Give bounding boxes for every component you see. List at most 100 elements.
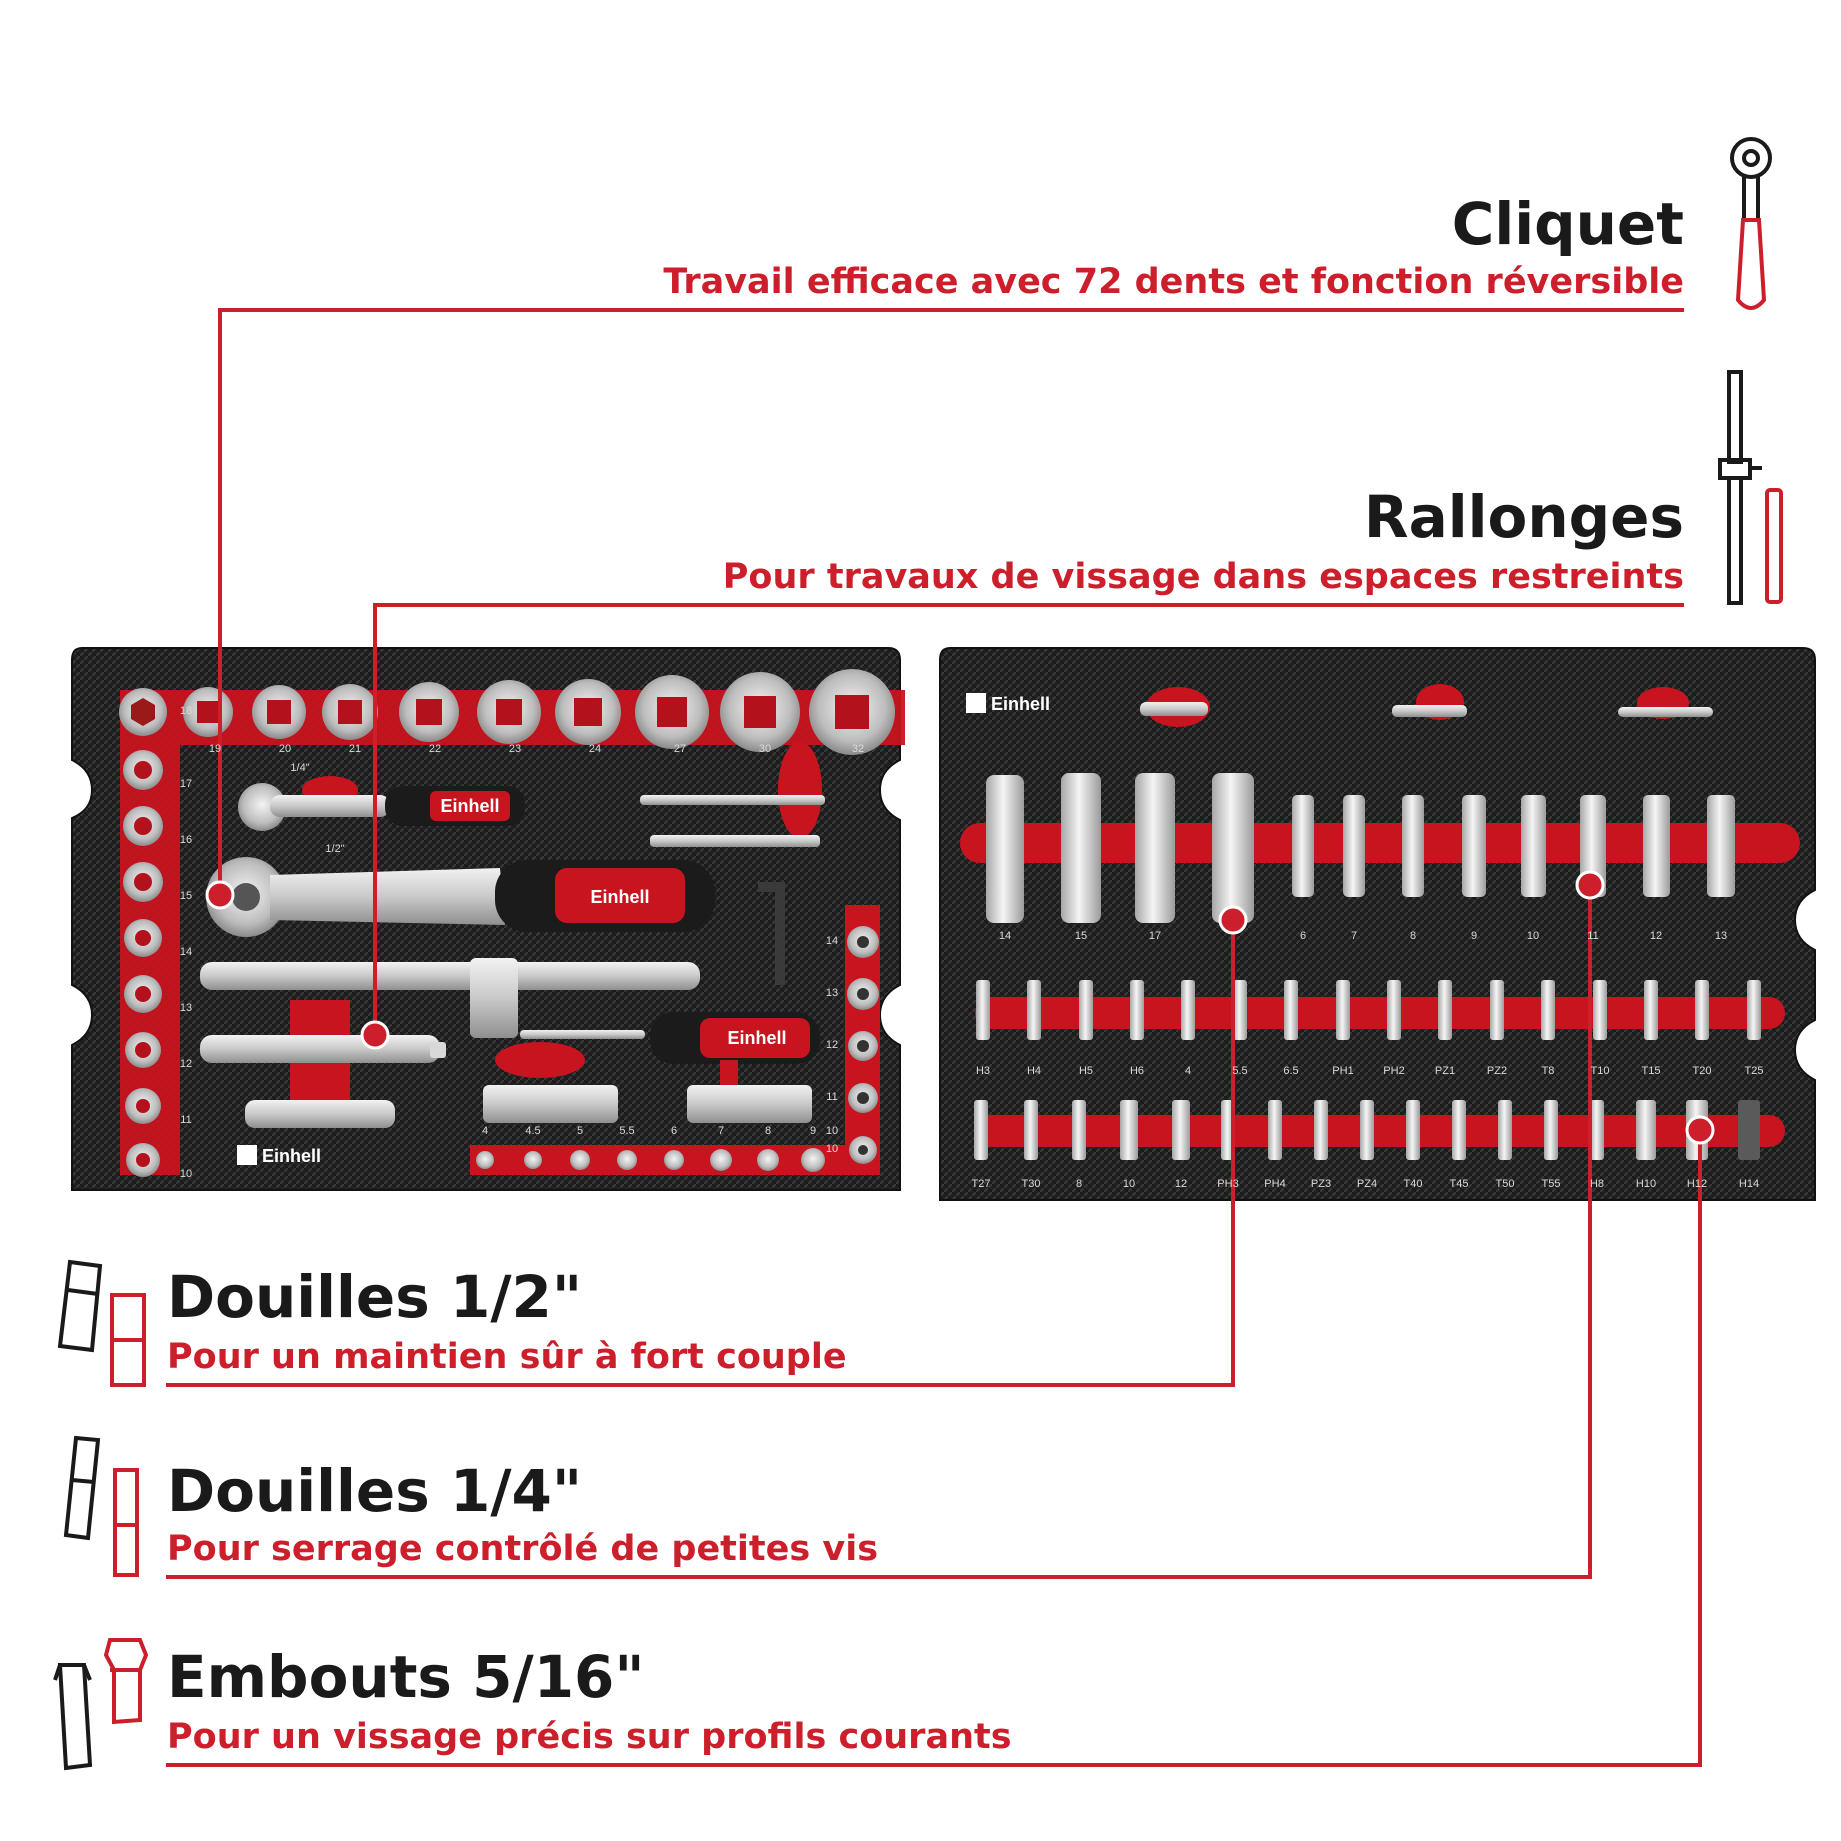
tray-size-label: 4 bbox=[1184, 1065, 1192, 1077]
tray-size-label: 8 bbox=[1409, 930, 1417, 942]
extension-bar bbox=[640, 795, 825, 805]
feature-title-rallonges: Rallonges bbox=[1363, 483, 1684, 551]
tray-size-label: H14 bbox=[1738, 1178, 1760, 1190]
tray-size-label: T20 bbox=[1692, 1065, 1712, 1077]
svg-text:Einhell: Einhell bbox=[590, 887, 649, 907]
tray-size-label: 6 bbox=[670, 1125, 678, 1137]
large-ratchet-tool: Einhell bbox=[206, 857, 715, 937]
tray-size-label: 15 bbox=[1074, 930, 1088, 942]
tray-size-label: 18 bbox=[179, 705, 193, 717]
tray-size-label: 4 bbox=[481, 1125, 489, 1137]
extension-bar bbox=[520, 1030, 645, 1039]
feature-subtitle-embouts: Pour un vissage précis sur profils coura… bbox=[167, 1717, 1012, 1757]
tray-size-label: 10 bbox=[1122, 1178, 1136, 1190]
feature-subtitle-cliquet: Travail efficace avec 72 dents et foncti… bbox=[663, 262, 1684, 302]
connector-rallonges bbox=[373, 603, 1684, 1035]
tray-size-label: 11 bbox=[1587, 930, 1599, 942]
bits-row-1 bbox=[976, 980, 1761, 1040]
tee-bar bbox=[200, 962, 700, 990]
tray-size-label: 1/2" bbox=[325, 843, 345, 855]
tray-size-label: 8 bbox=[1075, 1178, 1083, 1190]
deep-socket bbox=[483, 1085, 618, 1123]
tray-size-label: T55 bbox=[1541, 1178, 1561, 1190]
connector-douilles-half bbox=[166, 920, 1235, 1387]
tray-size-label: 7 bbox=[717, 1125, 725, 1137]
tray-size-label: 23 bbox=[508, 743, 522, 755]
feature-title-douilles-half: Douilles 1/2" bbox=[167, 1263, 583, 1331]
tray-size-label: 10 bbox=[825, 1143, 839, 1155]
svg-text:Einhell: Einhell bbox=[727, 1028, 786, 1048]
universal-joint bbox=[245, 1100, 395, 1128]
tray-size-label: H8 bbox=[1589, 1178, 1605, 1190]
tray-size-label: 32 bbox=[851, 743, 865, 755]
tray-size-label: 15 bbox=[179, 890, 193, 902]
tray-size-label: 10 bbox=[1526, 930, 1540, 942]
tray-size-label: H3 bbox=[975, 1065, 991, 1077]
tray-size-label: 17 bbox=[179, 778, 193, 790]
tray-size-label: 10 bbox=[179, 1168, 193, 1180]
tray-size-label: T10 bbox=[1590, 1065, 1610, 1077]
tray-size-label: T45 bbox=[1449, 1178, 1469, 1190]
extension-bar bbox=[650, 835, 820, 847]
tray-size-label: 10 bbox=[825, 1125, 839, 1137]
tray-size-label: 14 bbox=[179, 946, 193, 958]
deep-socket bbox=[687, 1085, 812, 1123]
hex-key bbox=[758, 882, 785, 985]
socket-half-inch-icon bbox=[57, 1259, 146, 1387]
extension-bar bbox=[200, 1035, 440, 1063]
tray-size-label: 27 bbox=[673, 743, 687, 755]
tray-size-label: 12 bbox=[1649, 930, 1663, 942]
tray-size-label: 17 bbox=[1148, 930, 1162, 942]
tray-size-label: T40 bbox=[1403, 1178, 1423, 1190]
tray-size-label: H4 bbox=[1026, 1065, 1042, 1077]
feature-title-embouts: Embouts 5/16" bbox=[167, 1643, 645, 1711]
tray-size-label: 5 bbox=[576, 1125, 584, 1137]
tray-size-label: 6 bbox=[1299, 930, 1307, 942]
tray-size-label: 19 bbox=[208, 743, 222, 755]
universal-joint-small bbox=[1392, 705, 1467, 717]
tray-size-label: 8 bbox=[764, 1125, 772, 1137]
tray-size-label: 13 bbox=[825, 987, 839, 999]
tray-size-label: 30 bbox=[758, 743, 772, 755]
tray-size-label: T25 bbox=[1744, 1065, 1764, 1077]
tray-size-label: 12 bbox=[179, 1058, 193, 1070]
left-tray: Einhell Einhell Einhell bbox=[71, 647, 905, 1191]
tray-size-label: PH4 bbox=[1264, 1178, 1286, 1190]
feature-subtitle-rallonges: Pour travaux de vissage dans espaces res… bbox=[722, 557, 1684, 597]
svg-text:Einhell: Einhell bbox=[440, 796, 499, 816]
extension-bar-icon bbox=[1718, 370, 1783, 605]
tray-size-label: 24 bbox=[588, 743, 602, 755]
feature-subtitle-douilles-quarter: Pour serrage contrôlé de petites vis bbox=[167, 1529, 879, 1569]
tray-size-label: H12 bbox=[1686, 1178, 1708, 1190]
tray-size-label: 22 bbox=[428, 743, 442, 755]
connector-embouts bbox=[166, 1130, 1702, 1767]
ratchet-icon bbox=[1730, 137, 1772, 310]
tray-size-label: 5.5 bbox=[619, 1125, 635, 1137]
tray-size-label: 4.5 bbox=[525, 1125, 541, 1137]
left-bottom-socket-row bbox=[476, 1148, 825, 1172]
small-ratchet-tool: Einhell bbox=[238, 783, 525, 831]
tray-size-label: 12 bbox=[825, 1039, 839, 1051]
tray-size-label: T50 bbox=[1495, 1178, 1515, 1190]
tray-size-label: PH3 bbox=[1217, 1178, 1239, 1190]
screwdriver-handle: Einhell bbox=[650, 1012, 820, 1110]
bit-icon bbox=[53, 1638, 149, 1771]
tray-size-label: PZ4 bbox=[1356, 1178, 1378, 1190]
tray-size-label: PH2 bbox=[1383, 1065, 1405, 1077]
feature-title-douilles-quarter: Douilles 1/4" bbox=[167, 1457, 583, 1525]
tray-size-label: PZ2 bbox=[1486, 1065, 1508, 1077]
tray-size-label: H6 bbox=[1129, 1065, 1145, 1077]
tray-size-label: 11 bbox=[180, 1114, 192, 1126]
tray-size-label: 1/4" bbox=[290, 762, 310, 774]
tray-size-label: 12 bbox=[1174, 1178, 1188, 1190]
connector-dots bbox=[205, 870, 1715, 1145]
tray-size-label: 9 bbox=[1470, 930, 1478, 942]
tray-size-label: PZ1 bbox=[1434, 1065, 1456, 1077]
tray-size-label: 14 bbox=[825, 935, 839, 947]
tray-size-label: T27 bbox=[971, 1178, 991, 1190]
tray-size-label: 21 bbox=[348, 743, 362, 755]
tray-size-label: T8 bbox=[1541, 1065, 1555, 1077]
left-top-socket-row bbox=[119, 669, 895, 755]
tray-size-label: 7 bbox=[1350, 930, 1358, 942]
